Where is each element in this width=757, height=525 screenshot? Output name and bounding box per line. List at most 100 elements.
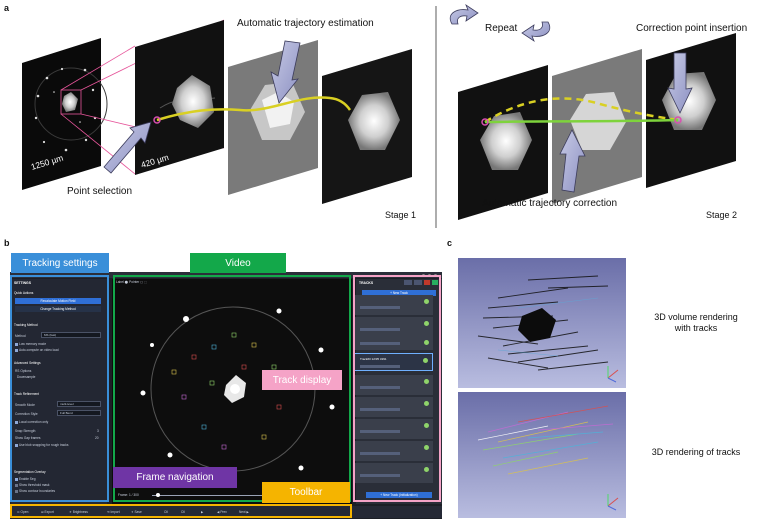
threshold-option[interactable]: Show threshold mask: [19, 483, 50, 487]
toolbar-brightness[interactable]: ☀ Brightness: [69, 510, 88, 514]
arrow-auto-estimation: [270, 40, 301, 104]
contour-checkbox[interactable]: [15, 489, 18, 493]
method-label: Method: [15, 334, 26, 338]
label-repeat: Repeat: [485, 23, 518, 34]
label-correction-insertion: Correction point insertion: [636, 23, 748, 34]
auto-compute-option[interactable]: Auto-compute on video load: [19, 348, 59, 352]
axes-gizmo: [607, 366, 619, 383]
auto-compute-checkbox[interactable]: [15, 348, 18, 352]
inserted-point: [674, 116, 682, 124]
settings-header: SETTINGS: [14, 281, 31, 285]
toolbar-export[interactable]: ⊞ Export: [41, 510, 54, 514]
tracks-add-button[interactable]: [432, 280, 438, 285]
tracks-header: TRACKS: [359, 281, 374, 285]
tracks-delete-button[interactable]: [424, 280, 430, 285]
snap-strength-label: Snap Strength: [15, 429, 36, 433]
frame-s2-1: [458, 65, 548, 220]
gap-frames-value[interactable]: 20: [95, 436, 99, 440]
label-auto-correction: Automatic trajectory correction: [482, 198, 618, 209]
blob-snap-option[interactable]: Use blob snapping for rough tracks: [19, 443, 69, 447]
selected-point: [153, 116, 161, 124]
low-memory-checkbox[interactable]: [15, 342, 18, 346]
frame-overview: 1250 µm: [22, 38, 108, 190]
repeat-icon: [449, 3, 551, 43]
toolbar-ctl-2[interactable]: Ctl: [181, 510, 185, 514]
label-tracks-rendering: 3D rendering of tracks: [651, 447, 741, 457]
tag-track-display: Track display: [262, 370, 342, 390]
panel-a-diagram: 1250 µm 420 µm: [22, 3, 736, 228]
bottom-toolbar: ⊙ Open ⊞ Export ☀ Brightness ⟲ Import ✦ …: [11, 506, 442, 518]
tracking-method-heading: Tracking Method: [14, 323, 38, 327]
toolbar-next[interactable]: Next ▶: [239, 510, 249, 514]
volume-render-image: [458, 258, 626, 388]
toolbar-play[interactable]: ▶: [201, 510, 204, 514]
correction-style-label: Correction Style: [15, 412, 38, 416]
frame-label: Frame: 1 / 300: [118, 493, 139, 497]
toolbar-outline: [10, 504, 352, 518]
local-correction-checkbox[interactable]: [15, 420, 18, 424]
track-refinement-heading: Track Refinement: [14, 392, 40, 396]
label-stage2: Stage 2: [706, 210, 738, 220]
frame-3: [228, 40, 318, 195]
contour-option[interactable]: Show contour boundaries: [19, 489, 56, 493]
frame-2: 420 µm: [135, 20, 224, 175]
tag-toolbar: Toolbar: [262, 482, 350, 503]
tag-frame-navigation: Frame navigation: [113, 467, 237, 488]
video-outline: [113, 275, 351, 502]
tracks-all-button[interactable]: [404, 280, 412, 285]
tracks-none-button[interactable]: [414, 280, 422, 285]
method-select[interactable]: MS (fast): [41, 332, 101, 338]
frame-s2-3: [646, 33, 736, 188]
seg-overlay-heading: Segmentation Overlay: [14, 470, 46, 474]
label-auto-estimation: Automatic trajectory estimation: [237, 18, 374, 29]
frame-slider-handle[interactable]: [156, 493, 160, 497]
track-card-selected[interactable]: Track#3 12/35 3291: [353, 353, 433, 371]
toolbar-ctl-1[interactable]: Ctl: [164, 510, 168, 514]
new-track-init-button[interactable]: + New Track (Initialization): [366, 492, 432, 498]
smooth-mode-select[interactable]: multi-level: [57, 401, 101, 407]
threshold-checkbox[interactable]: [15, 483, 18, 487]
tracking-settings-outline: [10, 275, 109, 502]
toolbar-import[interactable]: ⟲ Import: [107, 510, 120, 514]
toolbar-save[interactable]: ✦ Save: [131, 510, 142, 514]
change-method-button[interactable]: Change Tracking Method: [15, 306, 101, 312]
recalculate-button[interactable]: Recalculate Motion Field: [15, 298, 101, 304]
panel-a-letter: a: [4, 3, 10, 13]
quick-actions-heading: Quick Actions: [14, 291, 34, 295]
label-point-selection: Point selection: [67, 186, 133, 197]
old-trajectory: [484, 97, 679, 124]
label-volume-rendering: 3D volume rendering with tracks: [654, 312, 738, 334]
label-stage1: Stage 1: [385, 210, 417, 220]
frame-slider-track[interactable]: [152, 495, 342, 497]
arrow-correction-insertion: [667, 52, 693, 114]
panel-b-letter: b: [4, 238, 10, 248]
arrow-point-selection: [103, 121, 152, 174]
axes-gizmo-2: [607, 494, 619, 511]
tracks-render-image: [458, 392, 626, 518]
local-correction-option[interactable]: Local correction only: [19, 420, 49, 424]
gap-frames-label: Show Gap frames: [15, 436, 41, 440]
adv-sub-label: RS Options: [15, 369, 32, 373]
track-display-outline: [353, 275, 441, 502]
tag-video: Video: [190, 253, 286, 273]
correction-style-select[interactable]: Full Bend: [57, 410, 101, 416]
trajectory-stage1: [156, 96, 352, 122]
toolbar-prev[interactable]: ◀ Prev: [217, 510, 227, 514]
low-memory-option[interactable]: Low memory mode: [19, 342, 47, 346]
blob-snap-checkbox[interactable]: [15, 443, 18, 447]
video-toolbar[interactable]: Label ⬤ Pointer ▢ ⬚: [116, 280, 148, 284]
enable-seg-option[interactable]: Enable Seg: [19, 477, 36, 481]
toolbar-open[interactable]: ⊙ Open: [17, 510, 29, 514]
smooth-mode-label: Smooth Mode: [15, 403, 35, 407]
arrow-auto-correction: [559, 129, 586, 193]
new-track-button[interactable]: + New Track: [362, 290, 436, 296]
panel-c-letter: c: [447, 238, 453, 248]
selected-track-label: Track#3 12/35 3291: [360, 357, 387, 361]
settings-panel: SETTINGS Quick Actions Recalculate Motio…: [11, 279, 107, 504]
enable-seg-checkbox[interactable]: [15, 477, 18, 481]
advanced-settings-heading: Advanced Settings: [14, 361, 41, 365]
corrected-trajectory: [484, 118, 679, 124]
snap-strength-value[interactable]: 3: [97, 429, 99, 433]
adv-value[interactable]: Downsample: [17, 375, 36, 379]
video-area[interactable]: Label ⬤ Pointer ▢ ⬚ Frame: 1 / 300: [112, 279, 352, 504]
